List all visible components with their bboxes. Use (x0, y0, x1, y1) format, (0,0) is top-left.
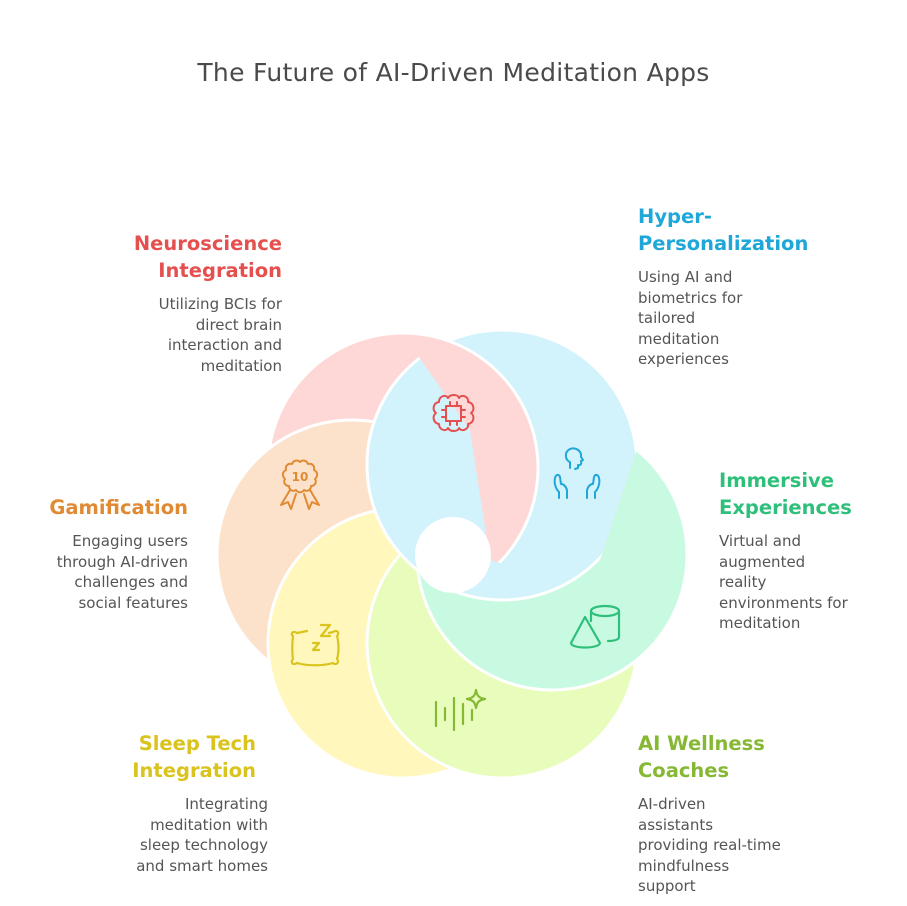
item-title-line: Immersive (719, 469, 834, 492)
item-title-line: Gamification (49, 496, 188, 519)
item-ai-coaches: AI Wellness Coaches AI-driven assistants… (638, 730, 858, 897)
item-title-line: Sleep Tech (138, 732, 256, 755)
item-hyper-personalization: Hyper- Personalization Using AI and biom… (638, 203, 878, 370)
item-title-line: Personalization (638, 232, 809, 255)
item-description: Using AI and biometrics for tailored med… (638, 268, 743, 368)
item-description: Engaging users through AI-driven challen… (56, 532, 188, 612)
item-title-line: Experiences (719, 496, 852, 519)
item-gamification: Gamification Engaging users through AI-d… (10, 494, 188, 613)
page-title: The Future of AI-Driven Meditation Apps (197, 58, 710, 87)
item-sleep-tech: Sleep Tech Integration Integrating medit… (60, 730, 268, 876)
item-description: Integrating meditation with sleep techno… (136, 795, 268, 875)
item-title-line: Integration (132, 759, 256, 782)
pillow-zz-icon (290, 623, 340, 667)
item-title-line: Neuroscience (133, 232, 282, 255)
item-title-line: Coaches (638, 759, 730, 782)
brain-chip-icon (432, 394, 475, 432)
cone-cylinder-icon (569, 604, 621, 649)
sparkle-voice-icon (434, 688, 487, 732)
item-description: Utilizing BCIs for direct brain interact… (158, 295, 282, 375)
item-description: Virtual and augmented reality environmen… (719, 532, 848, 632)
item-immersive: Immersive Experiences Virtual and augmen… (719, 467, 899, 634)
item-title-line: Integration (158, 259, 282, 282)
center-hole (415, 517, 491, 593)
item-neuroscience: Neuroscience Integration Utilizing BCIs … (60, 230, 282, 376)
award-number: 10 (292, 470, 309, 484)
award-ribbon-10-icon: 10 (280, 459, 320, 510)
item-description: AI-driven assistants providing real-time… (638, 795, 781, 895)
item-title-line: AI Wellness (638, 732, 765, 755)
item-title-line: Hyper- (638, 205, 712, 228)
person-hands-icon (553, 447, 601, 499)
